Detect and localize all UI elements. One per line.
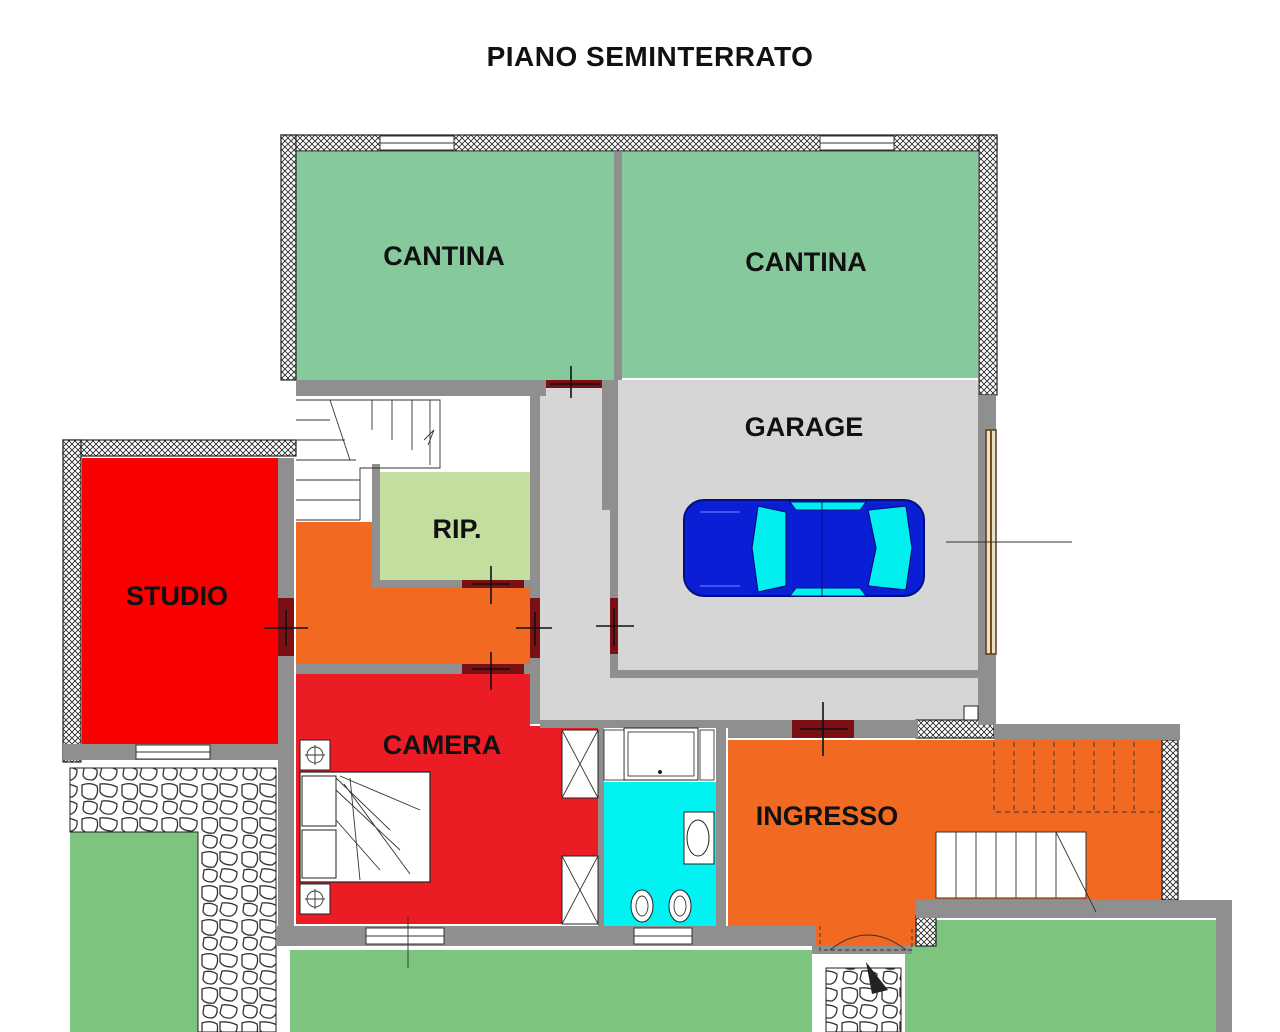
label-studio: STUDIO <box>126 581 228 611</box>
toilet-icon <box>603 727 715 923</box>
room-studio <box>82 458 278 744</box>
garden-bottom <box>290 950 812 1032</box>
room-labels: CANTINA CANTINA GARAGE STUDIO RIP. CAMER… <box>126 241 898 831</box>
garden-left <box>70 832 198 1032</box>
room-ripostiglio <box>378 472 530 580</box>
column-detail <box>963 705 979 721</box>
label-camera: CAMERA <box>383 730 502 760</box>
stair-icon <box>296 399 441 521</box>
stone-path-bottom <box>825 967 902 1032</box>
car-icon <box>683 499 925 597</box>
stair-icon-ingresso <box>819 742 1160 994</box>
label-cantina-1: CANTINA <box>383 241 505 271</box>
room-cantina-1 <box>296 152 614 380</box>
room-corridoio <box>296 522 530 664</box>
label-garage: GARAGE <box>745 412 864 442</box>
sink-icon <box>683 811 715 865</box>
garden-right <box>905 920 1217 1032</box>
bed-icon <box>299 729 599 968</box>
label-ingresso: INGRESSO <box>756 801 899 831</box>
garden-area <box>69 767 1217 1032</box>
room-cantina-2 <box>622 152 978 378</box>
door-mark-icon <box>264 366 848 756</box>
label-cantina-2: CANTINA <box>745 247 867 277</box>
stone-path-left <box>69 767 277 1032</box>
plan-title: PIANO SEMINTERRATO <box>487 41 814 72</box>
label-ripostiglio: RIP. <box>432 514 481 544</box>
windows <box>135 135 1072 945</box>
